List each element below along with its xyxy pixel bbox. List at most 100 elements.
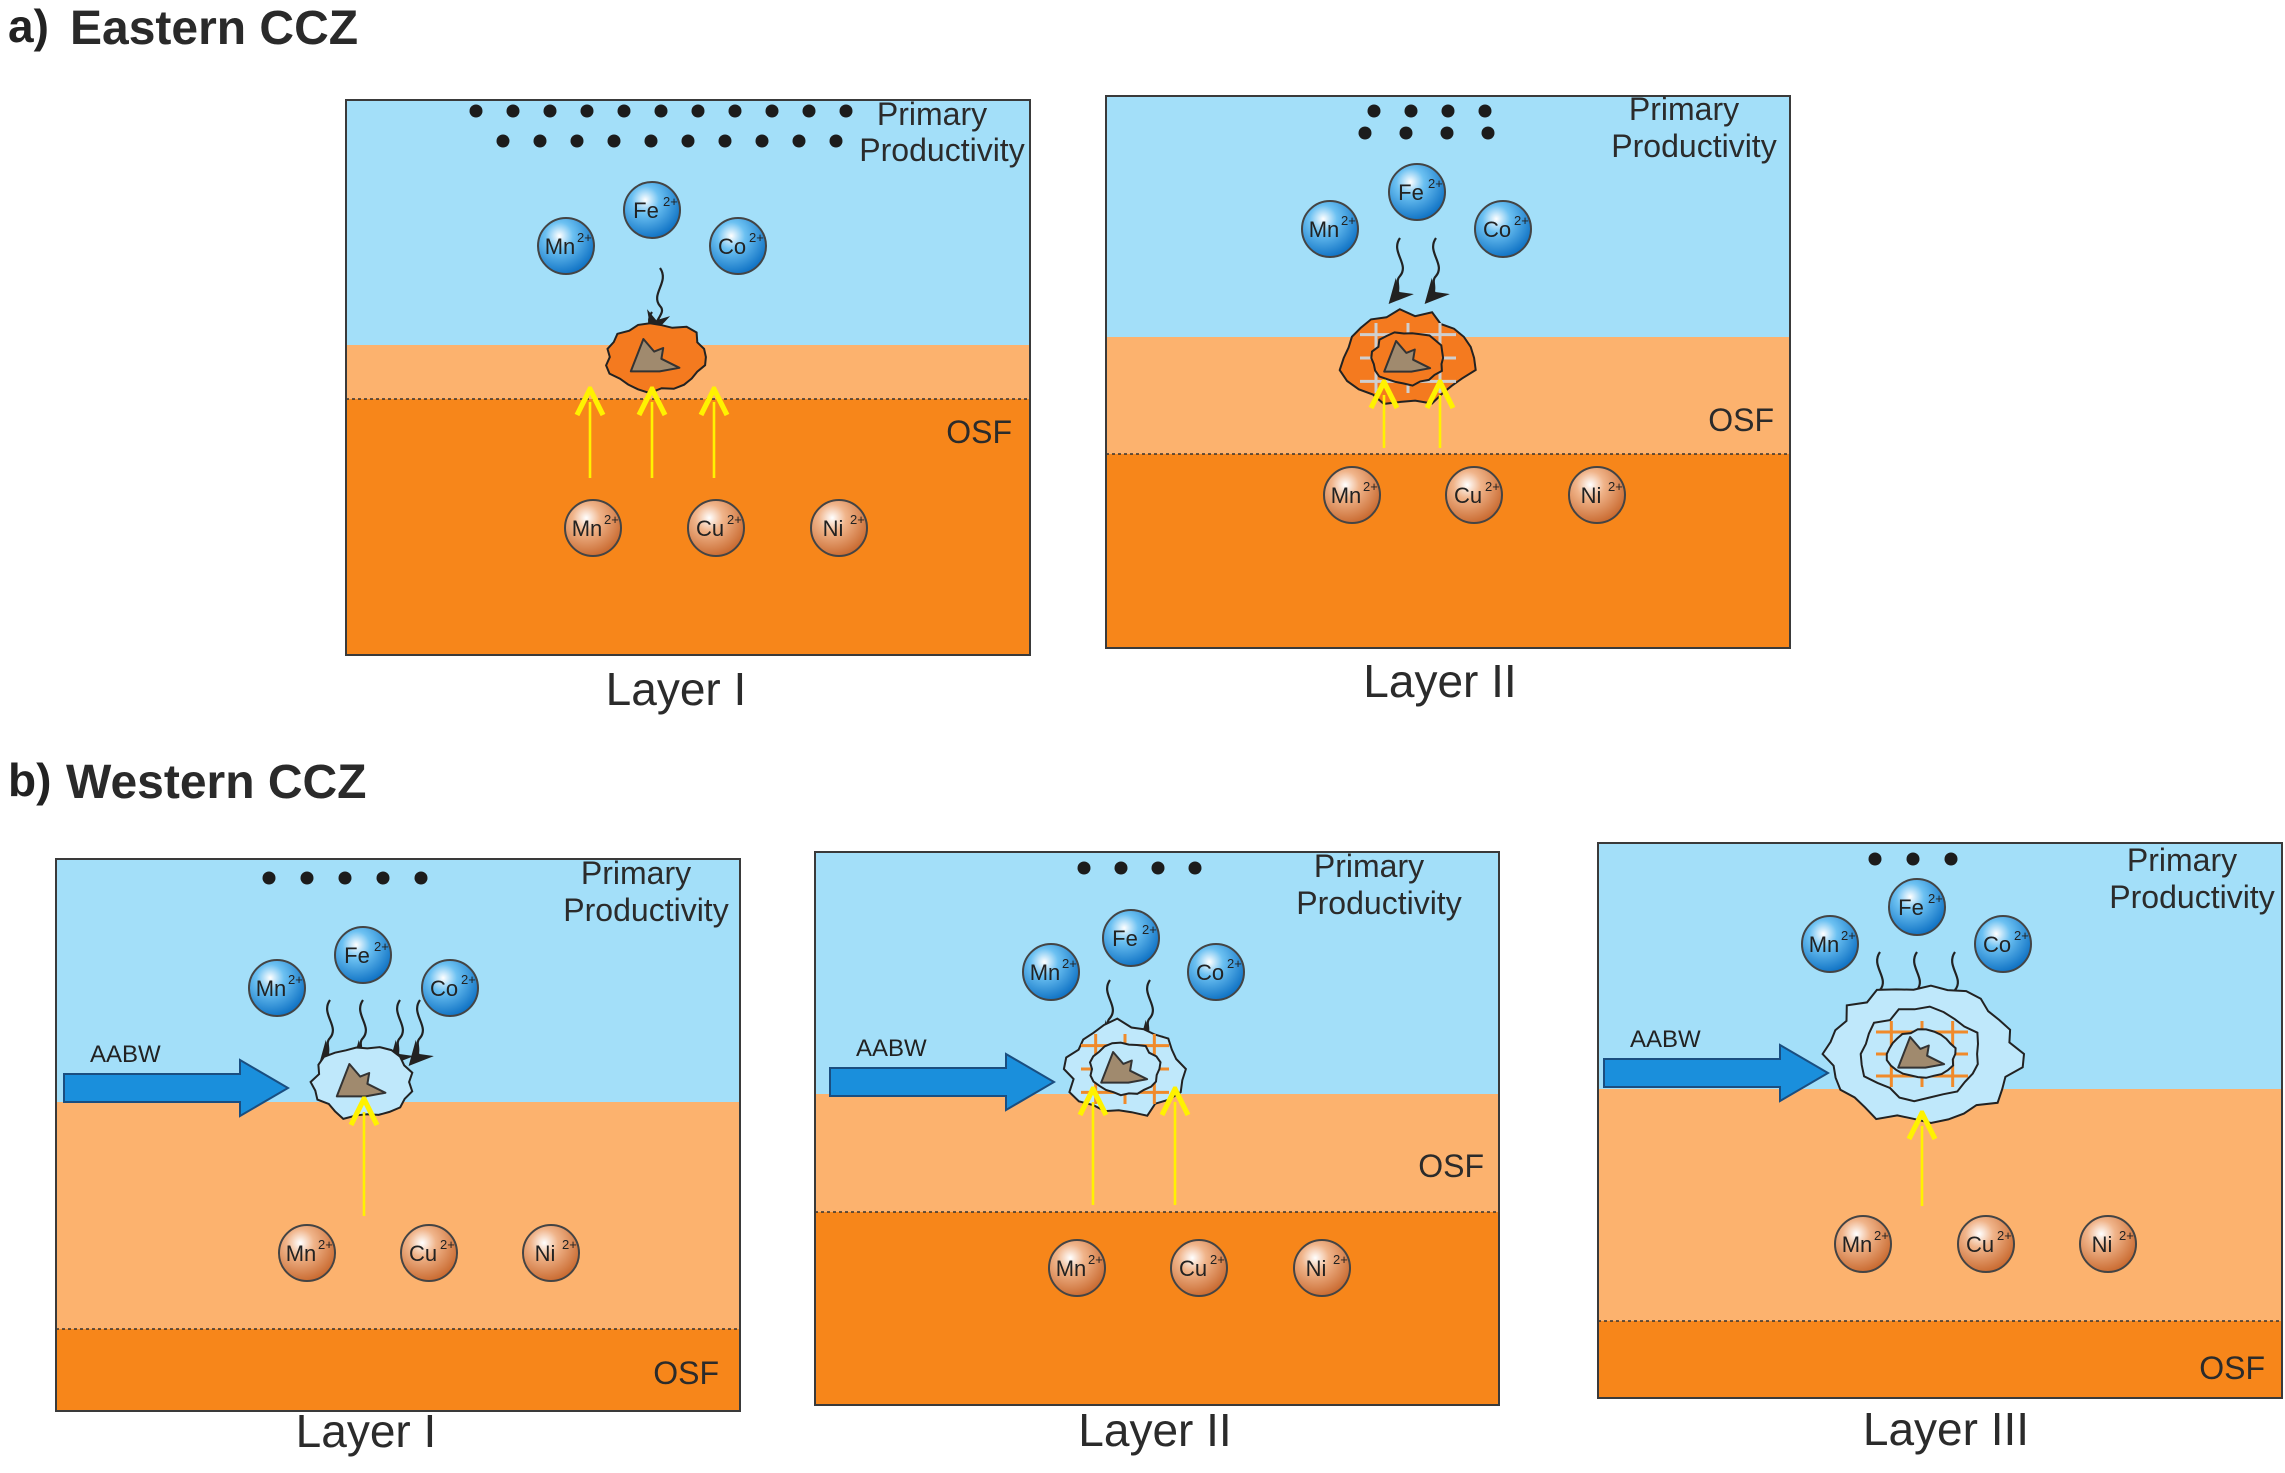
primary-productivity-label: Primary <box>877 96 987 132</box>
ion-charge: 2+ <box>318 1237 333 1252</box>
ion-symbol: Ni <box>1581 483 1602 508</box>
ion-charge: 2+ <box>850 512 865 527</box>
ion-circle <box>1323 466 1381 524</box>
ion-circle <box>1957 1215 2015 1273</box>
ion-circle <box>709 217 767 275</box>
manganese-nodule <box>605 322 707 395</box>
organic-particle <box>691 104 705 118</box>
ion-symbol: Mn <box>545 234 576 259</box>
sinking-flux-arrow <box>388 999 414 1067</box>
sinking-flux-arrow <box>408 999 434 1067</box>
organic-particle <box>496 134 510 148</box>
primary-productivity-label: Productivity <box>563 892 728 928</box>
ion-symbol: Co <box>1196 960 1224 985</box>
organic-particle <box>300 871 314 885</box>
organic-particle <box>1404 104 1418 118</box>
organic-particle <box>755 134 769 148</box>
panel-frame <box>1597 842 2283 1399</box>
ion-symbol: Mn <box>1331 483 1362 508</box>
ion-circle <box>564 499 622 557</box>
ion-charge: 2+ <box>1227 956 1242 971</box>
layer-label: Layer II <box>1078 1404 1231 1456</box>
layer-label: Layer I <box>606 663 747 715</box>
ion-circle <box>1474 200 1532 258</box>
organic-particle <box>765 104 779 118</box>
organic-particle <box>1151 861 1165 875</box>
primary-productivity-label: Primary <box>1629 91 1739 127</box>
nodule-nucleus <box>1383 340 1432 373</box>
ion-charge: 2+ <box>749 230 764 245</box>
ion-charge: 2+ <box>2119 1228 2134 1243</box>
ion-symbol: Co <box>1983 932 2011 957</box>
primary-productivity-label: Primary <box>1314 848 1424 884</box>
ion-charge: 2+ <box>1341 213 1356 228</box>
ion-circle <box>1801 915 1859 973</box>
organic-particle <box>1367 104 1381 118</box>
aabw-current-arrow <box>829 1052 1056 1112</box>
section-a-title: Eastern CCZ <box>70 2 358 55</box>
nodule-nucleus <box>1100 1051 1149 1084</box>
panel-frame <box>55 858 741 1412</box>
ion-charge: 2+ <box>440 1237 455 1252</box>
nodule-nucleus <box>1897 1036 1946 1069</box>
deep-sediment-layer <box>815 1212 1499 1405</box>
ion-circle <box>421 959 479 1017</box>
ion-circle <box>1170 1239 1228 1297</box>
deep-sediment-layer <box>56 1329 740 1411</box>
organic-particle <box>681 134 695 148</box>
primary-productivity-label: Productivity <box>859 132 1024 168</box>
ion-circle <box>1187 943 1245 1001</box>
ion-symbol: Mn <box>1842 1232 1873 1257</box>
ion-symbol: Mn <box>256 976 287 1001</box>
ion-symbol: Mn <box>1809 932 1840 957</box>
primary-productivity-label: Primary <box>581 855 691 891</box>
primary-productivity-label: Productivity <box>2109 879 2274 915</box>
ion-charge: 2+ <box>1428 176 1443 191</box>
ion-symbol: Cu <box>409 1241 437 1266</box>
ion-circle <box>1445 466 1503 524</box>
ion-symbol: Cu <box>1454 483 1482 508</box>
panel-frame <box>345 99 1031 656</box>
ion-charge: 2+ <box>1485 479 1500 494</box>
ion-symbol: Mn <box>1309 217 1340 242</box>
organic-particle <box>1478 104 1492 118</box>
ion-circle <box>1048 1239 1106 1297</box>
ion-charge: 2+ <box>461 972 476 987</box>
ion-charge: 2+ <box>604 512 619 527</box>
ion-symbol: Fe <box>1112 926 1138 951</box>
ion-circle <box>1568 466 1626 524</box>
organic-particle <box>262 871 276 885</box>
layer-label: Layer I <box>296 1405 437 1457</box>
ion-circle <box>334 926 392 984</box>
sinking-flux-arrow <box>647 267 671 336</box>
organic-particle <box>543 104 557 118</box>
organic-particle <box>414 871 428 885</box>
ion-symbol: Co <box>430 976 458 1001</box>
ion-circle <box>1974 915 2032 973</box>
layer-label: Layer II <box>1363 655 1516 707</box>
ion-symbol: Cu <box>1179 1256 1207 1281</box>
ion-charge: 2+ <box>288 972 303 987</box>
organic-particle <box>1077 861 1091 875</box>
panel-frame <box>814 851 1500 1406</box>
ion-circle <box>537 217 595 275</box>
ion-charge: 2+ <box>2014 928 2029 943</box>
ion-symbol: Mn <box>1056 1256 1087 1281</box>
organic-particle <box>728 104 742 118</box>
surface-sediment-layer <box>56 1102 740 1329</box>
ion-symbol: Mn <box>572 516 603 541</box>
organic-particle <box>1481 126 1495 140</box>
ion-charge: 2+ <box>1142 922 1157 937</box>
ion-circle <box>1301 200 1359 258</box>
layer-label: Layer III <box>1863 1403 2029 1455</box>
organic-particle <box>1944 852 1958 866</box>
